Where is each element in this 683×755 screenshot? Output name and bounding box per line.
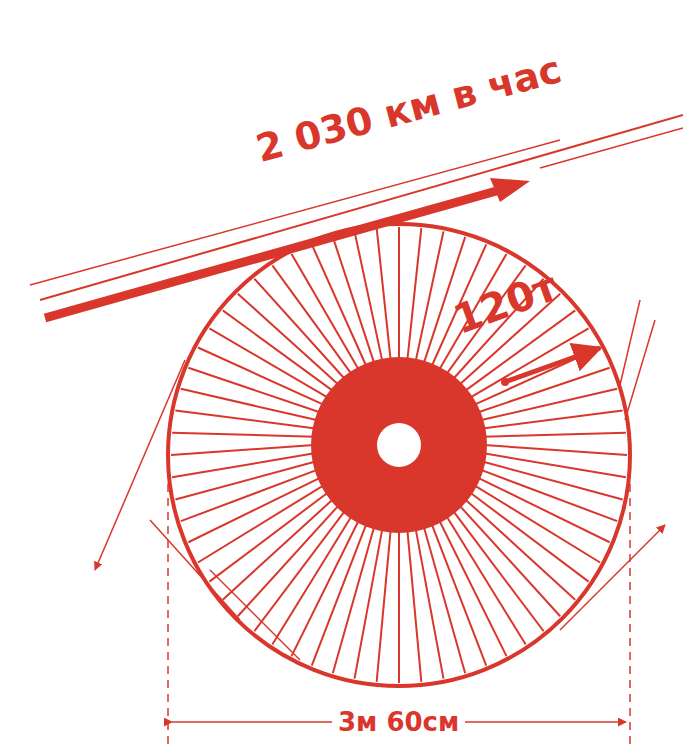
spoke (482, 411, 622, 429)
wheel-spokes (171, 227, 627, 683)
force-arrow (505, 348, 600, 382)
speed-arrow (30, 115, 683, 318)
spoke (223, 310, 334, 391)
spoke (446, 516, 525, 645)
spoke (484, 453, 626, 477)
mass-label: 120т (448, 266, 562, 340)
spoke (439, 520, 506, 656)
spoke (424, 526, 466, 673)
spoke (209, 328, 328, 397)
spoke (312, 244, 367, 366)
spoke (198, 348, 324, 405)
spoke (272, 265, 351, 374)
spoke (355, 528, 383, 678)
speed-label: 2 030 км в час (252, 50, 565, 168)
spoke (292, 520, 359, 656)
spoke (482, 462, 622, 500)
spoke (377, 228, 391, 360)
spoke (480, 389, 617, 421)
axle-hole (377, 423, 421, 467)
spoke (407, 530, 421, 682)
spoke (254, 279, 345, 380)
dimension-label: 3м 60см (332, 709, 465, 735)
spoke (175, 462, 315, 500)
spoke (333, 526, 375, 673)
spoke (181, 470, 318, 522)
dimension-lines (168, 470, 630, 745)
spoke (175, 411, 315, 429)
spoke (172, 433, 314, 437)
spoke (416, 231, 444, 361)
spoke (478, 478, 610, 543)
force-dot (501, 378, 509, 386)
spoke (292, 254, 359, 370)
spoke (484, 445, 627, 455)
spoke (484, 433, 626, 437)
spoke (198, 485, 324, 562)
spoke (470, 328, 589, 397)
spoke (398, 530, 400, 683)
spoke (398, 227, 400, 360)
spoke (188, 368, 320, 413)
spoke (172, 453, 314, 477)
spoke (171, 445, 314, 455)
spoke (209, 492, 328, 581)
spoke (432, 524, 487, 666)
wheel-hub (311, 357, 487, 533)
spoke (333, 237, 375, 364)
tangent-lines (95, 300, 665, 660)
